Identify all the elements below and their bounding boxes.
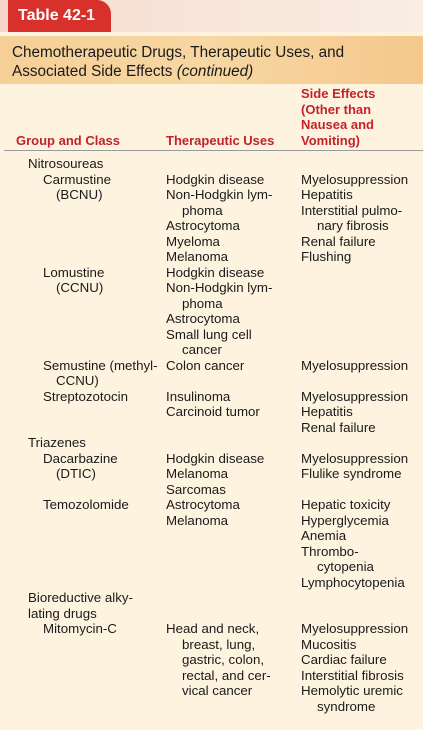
cell-side-effect: Flulike syndrome [301, 466, 402, 481]
column-header-side-effects: Side Effects (Other than Nausea and Vomi… [301, 86, 375, 148]
cell-side-effect: Hepatic toxicity [301, 497, 391, 512]
cell-side-effect: Hemolytic uremic [301, 683, 403, 698]
table-title-line-1: Chemotherapeutic Drugs, Therapeutic Uses… [12, 44, 345, 61]
cell-therapeutic-use: Hodgkin disease [166, 450, 265, 466]
cell-side-effect: Anemia [301, 528, 347, 543]
cell-group-class: Streptozotocin [43, 388, 129, 404]
cell-therapeutic-use: Melanoma [166, 249, 229, 264]
cell-therapeutic-use: gastric, colon, [182, 652, 265, 667]
cell-side-effect: Interstitial pulmo- [301, 202, 403, 218]
cell-side-effect: Renal failure [301, 233, 376, 249]
table-label: Table 42-1 [8, 0, 112, 32]
column-header-side-effects-line: (Other than [301, 101, 372, 117]
cell-group-class: lating drugs [28, 605, 97, 621]
table-title-continued: (continued) [176, 63, 254, 80]
cell-group-class: Mitomycin-C [43, 621, 117, 636]
cell-therapeutic-use: vical cancer [182, 683, 253, 698]
cell-side-effect: Myelosuppression [301, 171, 409, 187]
table-tab-bar: Table 42-1 [0, 0, 423, 32]
cell-therapeutic-use: Astrocytoma [166, 497, 240, 512]
cell-group-class: Carmustine [43, 171, 111, 187]
cell-therapeutic-use: Myeloma [166, 233, 220, 249]
cell-group-class: (BCNU) [56, 187, 103, 202]
cell-side-effect: Mucositis [301, 636, 357, 652]
cell-therapeutic-use: Insulinoma [166, 388, 231, 404]
column-header-side-effects-line: Nausea and [301, 117, 374, 132]
cell-group-class: Temozolomide [43, 497, 129, 512]
cell-side-effect: Myelosuppression [301, 388, 409, 404]
cell-group-class: Lomustine [43, 264, 105, 280]
cell-group-class: Triazenes [28, 435, 86, 450]
cell-group-class: Nitrosoureas [28, 156, 104, 171]
cell-therapeutic-use: breast, lung, [182, 636, 256, 652]
cell-side-effect: Hepatitis [301, 187, 353, 202]
cell-therapeutic-use: Small lung cell [166, 326, 252, 342]
cell-side-effect: nary fibrosis [317, 218, 389, 233]
cell-side-effect: Myelosuppression [301, 357, 409, 373]
column-header-side-effects-line: Side Effects [301, 86, 376, 101]
table-title-line-2: Associated Side Effects (continued) [12, 62, 253, 81]
cell-side-effect: syndrome [317, 698, 376, 714]
cell-side-effect: Thrombo- [301, 543, 359, 559]
cell-therapeutic-use: Head and neck, [166, 621, 260, 636]
column-header-side-effects-line: Vomiting) [301, 132, 360, 148]
cell-therapeutic-use: Hodgkin disease [166, 264, 265, 280]
table-title-text: Associated Side Effects [12, 63, 177, 80]
cell-side-effect: cytopenia [317, 559, 374, 574]
cell-therapeutic-use: Hodgkin disease [166, 171, 265, 187]
cell-group-class: Bioreductive alky- [28, 590, 133, 605]
cell-therapeutic-use: Carcinoid tumor [166, 404, 260, 419]
cell-therapeutic-use: Non-Hodgkin lym- [166, 187, 273, 202]
cell-therapeutic-use: Astrocytoma [166, 311, 240, 326]
cell-therapeutic-use: phoma [182, 295, 223, 311]
cell-therapeutic-use: phoma [182, 202, 223, 218]
header-rule [4, 150, 423, 151]
cell-side-effect: Hepatitis [301, 404, 353, 419]
cell-side-effect: Myelosuppression [301, 450, 409, 466]
cell-side-effect: Lymphocytopenia [301, 574, 405, 590]
cell-side-effect: Myelosuppression [301, 621, 409, 636]
cell-group-class: Semustine (methyl- [43, 357, 158, 373]
cell-group-class: CCNU) [56, 373, 99, 388]
cell-side-effect: Interstitial fibrosis [301, 667, 404, 683]
cell-therapeutic-use: Astrocytoma [166, 218, 240, 233]
cell-therapeutic-use: Sarcomas [166, 481, 226, 497]
cell-side-effect: Hyperglycemia [301, 512, 389, 528]
cell-therapeutic-use: rectal, and cer- [182, 667, 271, 683]
cell-group-class: (DTIC) [56, 466, 96, 481]
cell-side-effect: Renal failure [301, 419, 376, 435]
cell-therapeutic-use: Non-Hodgkin lym- [166, 280, 273, 295]
table-heading-band [0, 36, 423, 84]
cell-group-class: Dacarbazine [43, 450, 118, 466]
cell-therapeutic-use: cancer [182, 342, 222, 357]
cell-group-class: (CCNU) [56, 280, 104, 295]
cell-side-effect: Flushing [301, 249, 352, 264]
cell-therapeutic-use: Melanoma [166, 512, 229, 528]
cell-therapeutic-use: Colon cancer [166, 357, 245, 373]
cell-side-effect: Cardiac failure [301, 652, 387, 667]
cell-therapeutic-use: Melanoma [166, 466, 229, 481]
column-header-uses: Therapeutic Uses [166, 133, 275, 148]
column-header-group: Group and Class [16, 133, 121, 148]
